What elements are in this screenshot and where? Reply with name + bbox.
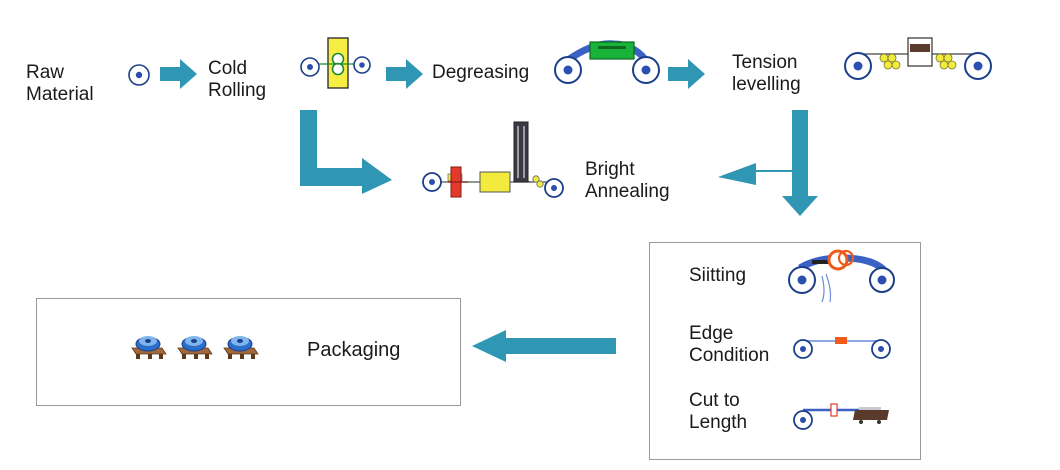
step-label-cold-rolling: Cold Rolling — [208, 58, 267, 101]
flow-arrow-finishing-to-packaging — [472, 330, 616, 362]
slitting-machine-icon — [788, 249, 895, 303]
degreasing-line-icon — [554, 40, 660, 84]
step-label-slitting: Siitting — [689, 265, 747, 286]
edge-conditioning-line-icon — [793, 337, 891, 359]
bright-annealing-furnace-icon — [422, 121, 564, 198]
coil-icon — [128, 64, 150, 86]
cold-rolling-mill-icon — [300, 37, 371, 89]
step-label-raw-material: Raw Material — [26, 62, 94, 105]
flow-arrow-tension-to-annealing — [718, 110, 818, 216]
step-label-edge-condition: Edge Condition — [689, 323, 770, 366]
step-label-packaging: Packaging — [307, 339, 401, 361]
step-label-tension-levelling: Tension levelling — [732, 52, 801, 95]
flow-arrow-cold-to-degreasing — [386, 59, 423, 89]
flow-arrow-cold-to-annealing — [300, 110, 392, 194]
packaged-coil-icon — [177, 336, 213, 359]
flow-arrow-degreasing-to-tension — [668, 59, 705, 89]
packaged-coil-icon — [223, 336, 259, 359]
tension-leveller-icon — [844, 37, 992, 80]
step-label-bright-annealing: Bright Annealing — [585, 159, 670, 202]
step-label-cut-to-length: Cut to Length — [689, 390, 748, 433]
flow-arrow-raw-to-cold — [160, 59, 197, 89]
packaged-coil-icon — [131, 336, 167, 359]
cut-to-length-line-icon — [793, 403, 889, 430]
step-label-degreasing: Degreasing — [432, 62, 530, 83]
